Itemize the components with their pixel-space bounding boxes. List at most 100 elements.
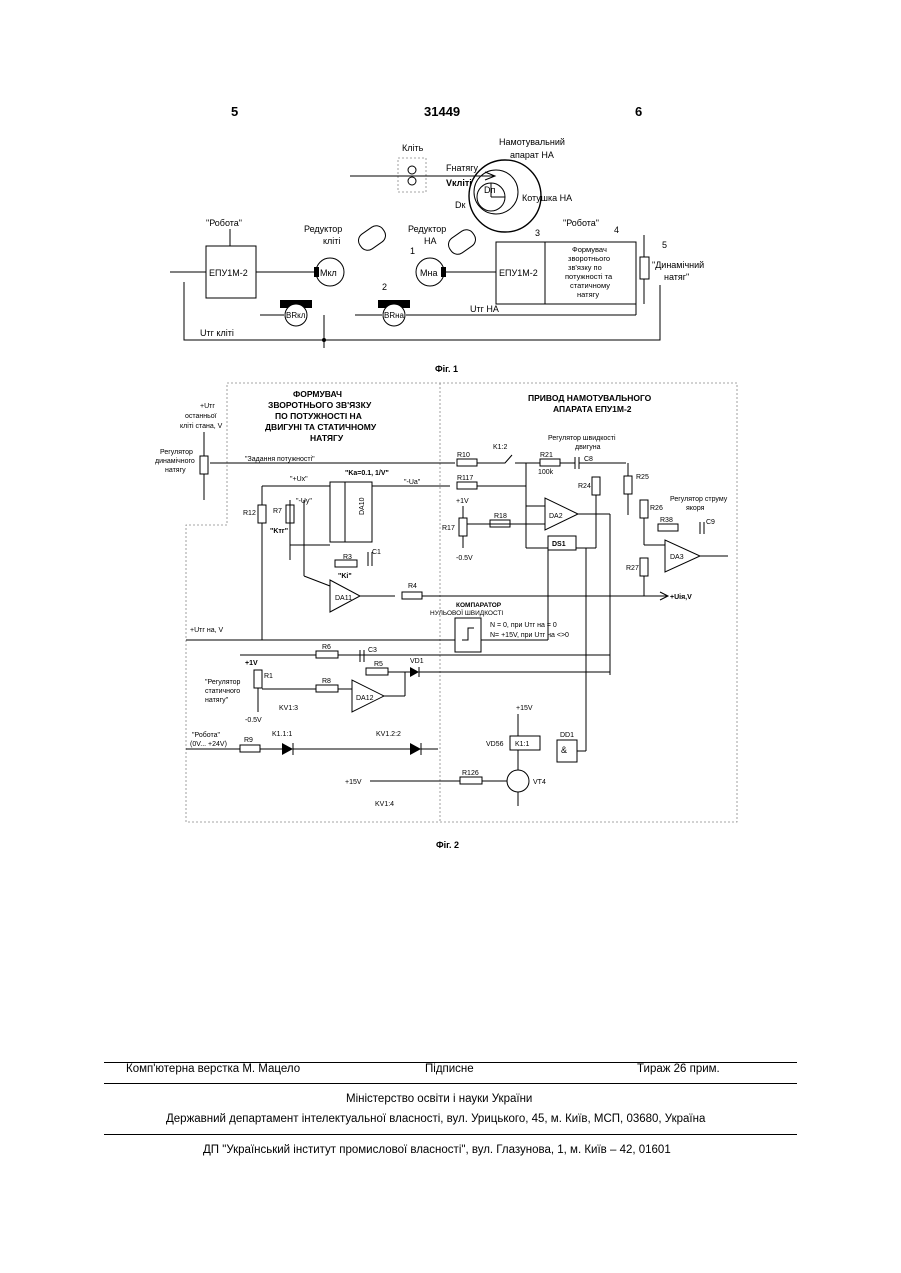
fig2-r10: R10 [457,452,470,459]
fig1-epu2: ЕПУ1М-2 [499,268,538,278]
fig2-title-l4: ДВИГУНІ ТА СТАТИЧНОМУ [265,422,377,432]
figure-2-caption: Фіг. 2 [436,840,459,850]
fig2-amp: & [561,745,567,755]
fig2-utg-last2: останньої [185,413,217,420]
fig2-kv14: KV1:4 [375,801,394,808]
fig2-ka: "Ka=0.1, 1/V" [345,470,389,477]
fig2-r12: R12 [243,510,256,517]
fig1-label-winder2: апарат НА [510,150,554,160]
fig2-da11: DA11 [335,595,352,602]
fig1-label-reducer-stand: Редуктор [304,224,342,234]
fig1-label-coil: Котушка НА [522,193,572,203]
fig2-da10: DA10 [359,497,366,515]
fig1-label-reducer-stand2: кліті [323,236,340,246]
fig2-title-r1: ПРИВОД НАМОТУВАЛЬНОГО [528,393,652,403]
figure-2: ФОРМУВАЧ ЗВОРОТНЬОГО ЗВ'ЯЗКУ ПО ПОТУЖНОС… [155,383,737,822]
fig2-reg-stat2: статичного [205,688,240,695]
footer-institute: ДП "Український інститут промислової вла… [203,1144,671,1156]
fig2-ux: "+Ux" [290,476,308,483]
fig2-p1v-b: +1V [245,660,258,667]
fig2-r27: R27 [626,565,639,572]
fig2-reg-dyn2: динамічного [155,457,195,465]
fig2-r1: R1 [264,673,273,680]
fig2-ds1: DS1 [552,541,566,548]
fig1-n1: 1 [410,246,415,256]
fig2-comp1: КОМПАРАТОР [456,602,502,609]
fig2-da3: DA3 [670,554,684,561]
fig2-c8: C8 [584,456,593,463]
fig1-n3: 3 [535,228,540,238]
fig2-r38: R38 [660,517,673,524]
fig1-former4: потужності та [565,272,613,281]
figure-1: Кліть Fнатягу Vкліті Dп Dк Котушка НА На… [170,137,704,348]
footer-signed: Підписне [425,1063,474,1075]
fig1-label-tension: Fнатягу [446,163,479,173]
fig2-da12: DA12 [356,695,374,702]
fig2-m05v-b: -0.5V [245,717,262,724]
fig2-r126: R126 [462,770,479,777]
fig2-power-set: "Задання потужності" [245,455,315,463]
fig2-kv122: KV1.2:2 [376,731,401,738]
fig1-label-reducer-na: Редуктор [408,224,446,234]
fig2-k12: K1:2 [493,444,508,451]
footer-circulation: Тираж 26 прим. [637,1063,720,1075]
fig2-p15v: +15V [516,705,533,712]
fig1-n4: 4 [614,225,619,235]
footer-divider-2 [104,1083,797,1084]
fig2-p15v-b: +15V [345,779,362,786]
fig2-vt4: VT4 [533,779,546,786]
fig2-k111: K1.1:1 [272,731,292,738]
fig2-comp2: НУЛЬОВОЇ ШВИДКОСТІ [430,609,503,617]
fig1-epu1: ЕПУ1М-2 [209,268,248,278]
fig2-title-l3: ПО ПОТУЖНОСТІ НА [275,411,362,421]
fig2-reg-stat1: "Регулятор [205,679,241,686]
fig2-reg-dyn1: Регулятор [160,449,193,456]
fig1-br-na: BRна [384,311,405,320]
fig2-robota1: "Робота" [192,731,221,739]
fig1-dyn1: "Динамічний [652,260,704,270]
fig2-c9: C9 [706,519,715,526]
fig2-r26: R26 [650,505,663,512]
fig1-former1: Формувач [572,245,607,254]
fig2-utg-na: +Uтг на, V [190,627,223,634]
fig2-r5: R5 [374,661,383,668]
fig2-r3: R3 [343,554,352,561]
fig1-label-stand: Кліть [402,143,424,153]
fig2-utg-last3: кліті стана, V [180,422,223,430]
fig1-label-vstand: Vкліті [446,178,472,188]
fig1-label-dk: Dк [455,200,465,210]
fig1-label-reducer-na2: НА [424,236,437,246]
fig2-r117: R117 [457,475,473,482]
fig1-former6: натягу [577,290,599,299]
fig1-m-kl: Мкл [320,268,337,278]
fig2-utg-last1: +Uтг [200,403,215,410]
fig2-p1v: +1V [456,498,469,505]
fig2-vd1: VD1 [410,658,424,665]
fig2-m05v: -0.5V [456,555,473,562]
fig2-ktg: "Kтг" [270,528,288,535]
fig2-comp4: N= +15V, при Uтг на <>0 [490,632,569,639]
fig1-label-dp: Dп [484,185,495,195]
fig1-utg-na: Uтг НА [470,304,499,314]
fig2-da2: DA2 [549,513,563,520]
fig2-reg-cur2: якоря [686,505,705,512]
fig2-reg-stat3: натягу" [205,697,229,704]
fig1-utg-kl: Uтг кліті [200,328,234,338]
fig1-label-winder: Намотувальний [499,137,565,147]
fig2-r9: R9 [244,737,253,744]
fig1-n2: 2 [382,282,387,292]
fig2-title-l5: НАТЯГУ [310,433,344,443]
fig1-former5: статичному [570,281,610,290]
fig1-robota1: "Робота" [206,218,242,228]
fig2-ki: "Ki" [338,573,352,580]
fig1-former2: зворотнього [568,254,610,263]
fig1-br-kl: BRкл [286,311,306,320]
fig1-m-na: Мна [420,268,437,278]
fig2-comp3: N = 0, при Uтг на = 0 [490,622,557,629]
fig2-r21v: 100k [538,469,554,476]
fig2-r24: R24 [578,483,591,490]
figure-1-caption: Фіг. 1 [435,364,458,374]
fig1-dyn2: натяг" [664,272,689,282]
fig2-ua: "-Ua" [404,479,421,486]
fig2-title-l1: ФОРМУВАЧ [293,389,342,399]
